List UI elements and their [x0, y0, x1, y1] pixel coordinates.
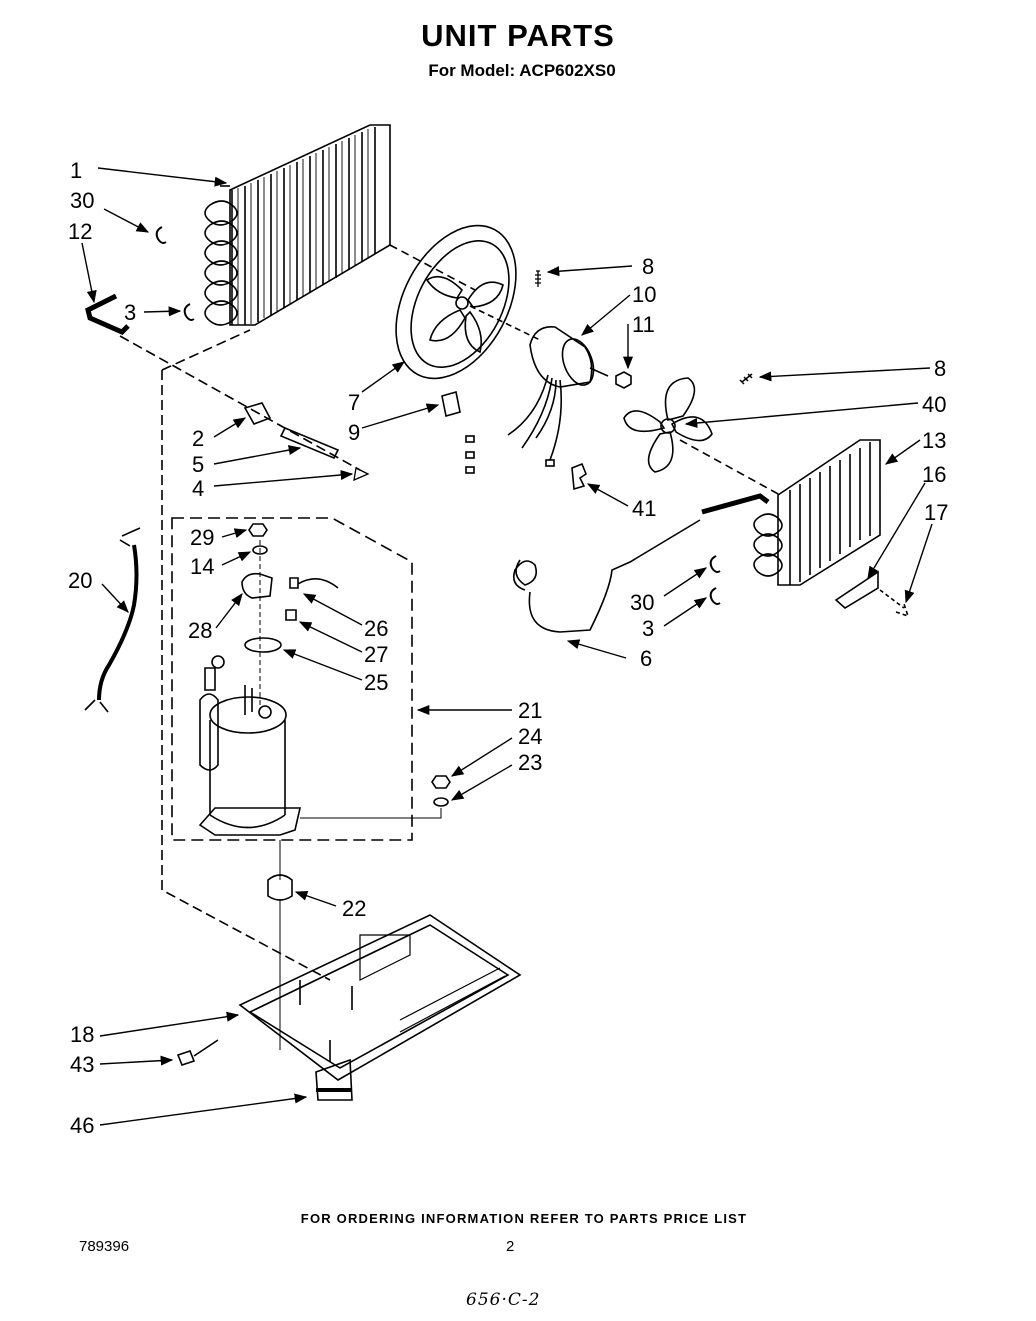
callout-30: 30: [70, 188, 94, 213]
callout-26: 26: [364, 616, 388, 641]
callout-11: 11: [632, 312, 655, 337]
model-subtitle: For Model: ACP602XS0: [428, 61, 616, 80]
fan-motor: [465, 326, 609, 474]
callout-40: 40: [922, 392, 946, 417]
callout-17: 17: [924, 500, 948, 525]
callout-14: 14: [190, 554, 214, 579]
callout-7: 7: [348, 390, 360, 415]
document-number: 789396: [79, 1238, 130, 1255]
compressor: [198, 655, 302, 836]
callout-46: 46: [70, 1113, 94, 1138]
callout-23: 23: [518, 750, 542, 775]
fan-blade: [623, 377, 713, 473]
callout-27: 27: [364, 642, 388, 667]
callout-2: 2: [192, 426, 204, 451]
callout-1: 1: [70, 158, 82, 183]
callout-41: 41: [632, 496, 656, 521]
callout-28: 28: [188, 618, 212, 643]
callout-3b: 3: [642, 616, 654, 641]
callout-21: 21: [518, 698, 542, 723]
callout-10: 10: [632, 282, 656, 307]
callout-25: 25: [364, 670, 388, 695]
page-number: 2: [506, 1238, 515, 1255]
callout-8b: 8: [934, 356, 946, 381]
callout-16: 16: [922, 462, 946, 487]
callout-13: 13: [922, 428, 946, 453]
handwritten-note: 656·C-2: [466, 1290, 541, 1310]
callout-29: 29: [190, 525, 214, 550]
callout-8: 8: [642, 254, 654, 279]
callout-4: 4: [192, 476, 204, 501]
callout-30b: 30: [630, 590, 654, 615]
base-pan: [238, 914, 522, 1101]
callout-24: 24: [518, 724, 542, 749]
callout-12: 12: [68, 219, 92, 244]
callout-3: 3: [124, 300, 136, 325]
callout-20: 20: [68, 568, 92, 593]
callout-9: 9: [348, 420, 360, 445]
condenser-coil: [204, 124, 391, 326]
callout-6: 6: [640, 646, 652, 671]
callout-5: 5: [192, 452, 204, 477]
fan-shroud: [395, 224, 517, 380]
evaporator-coil: [701, 439, 881, 586]
ordering-info-note: FOR ORDERING INFORMATION REFER TO PARTS …: [300, 1211, 748, 1226]
page-title: UNIT PARTS: [421, 18, 615, 53]
callout-22: 22: [342, 896, 366, 921]
callout-43: 43: [70, 1052, 94, 1077]
callout-18: 18: [70, 1022, 94, 1047]
